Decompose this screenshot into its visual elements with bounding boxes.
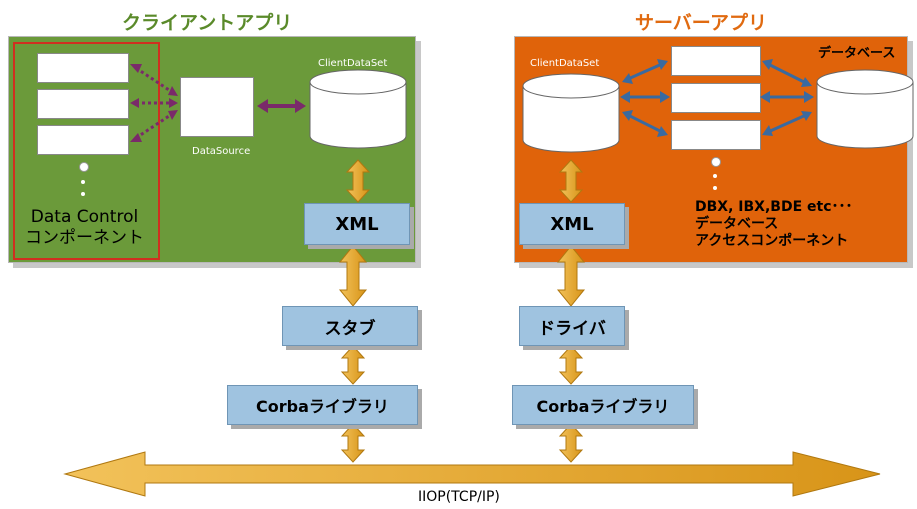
driver-box: ドライバ: [519, 306, 625, 346]
server-clientdataset-cylinder: [522, 73, 620, 153]
data-control-label-line1: Data Control: [30, 207, 139, 227]
data-control-box-2: [37, 89, 129, 119]
datasource-dataset-arrow: [257, 99, 306, 113]
client-xml-box: XML: [304, 203, 410, 245]
client-clientdataset-label: ClientDataSet: [318, 58, 388, 69]
server-note: DBX, IBX,BDE etc･･･ データベース アクセスコンポーネント: [695, 199, 853, 250]
ellipsis-dot-small: [713, 174, 717, 178]
corba-library-box-client: Corbaライブラリ: [227, 385, 418, 425]
gold-vertical-arrows: [338, 159, 586, 463]
ellipsis-dot-small: [713, 186, 717, 190]
server-note-line2: データベース: [695, 216, 779, 232]
database-cylinder: [816, 69, 914, 149]
data-control-group: [13, 42, 160, 260]
ellipsis-dot-small: [81, 180, 85, 184]
access-component-box-1: [671, 46, 761, 76]
iiop-bus-arrow: [63, 451, 881, 497]
ellipsis-dot: [79, 162, 89, 172]
server-note-line3: アクセスコンポーネント: [695, 233, 849, 249]
database-label: データベース: [818, 46, 896, 61]
client-app-title: クライアントアプリ: [122, 12, 293, 34]
server-app-title: サーバーアプリ: [635, 12, 768, 34]
stub-box: スタブ: [282, 306, 418, 346]
ellipsis-dot-small: [81, 192, 85, 196]
client-clientdataset-cylinder: [309, 69, 407, 149]
datasource-box: [180, 77, 254, 137]
server-clientdataset-label: ClientDataSet: [530, 58, 600, 69]
ellipsis-dot: [711, 157, 721, 167]
server-blue-arrowheads: [620, 59, 814, 137]
protocol-label: IIOP(TCP/IP): [418, 489, 500, 505]
datasource-label: DataSource: [192, 146, 251, 157]
corba-library-box-server: Corbaライブラリ: [512, 385, 694, 425]
data-control-label: Data Control コンポーネント: [15, 207, 154, 249]
server-blue-arrows: [627, 62, 807, 134]
data-control-label-line2: コンポーネント: [25, 228, 144, 248]
access-component-box-3: [671, 120, 761, 150]
purple-dotted-arrows: [135, 66, 173, 140]
server-xml-box: XML: [519, 203, 625, 245]
purple-arrowheads: [130, 64, 178, 142]
data-control-box-1: [37, 53, 129, 83]
access-component-box-2: [671, 83, 761, 113]
data-control-box-3: [37, 125, 129, 155]
server-note-line1: DBX, IBX,BDE etc･･･: [695, 199, 853, 215]
